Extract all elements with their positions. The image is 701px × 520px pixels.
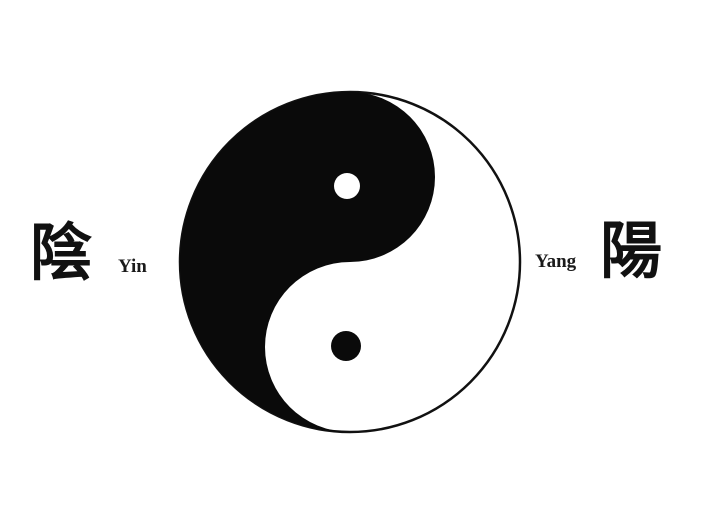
yin-label: Yin: [118, 256, 147, 277]
yin-half: [180, 92, 435, 432]
yin-character: 陰: [30, 216, 93, 289]
yin-dot: [331, 331, 361, 361]
yang-label: Yang: [535, 251, 577, 272]
yang-character: 陽: [600, 214, 663, 287]
yang-dot: [334, 173, 360, 199]
